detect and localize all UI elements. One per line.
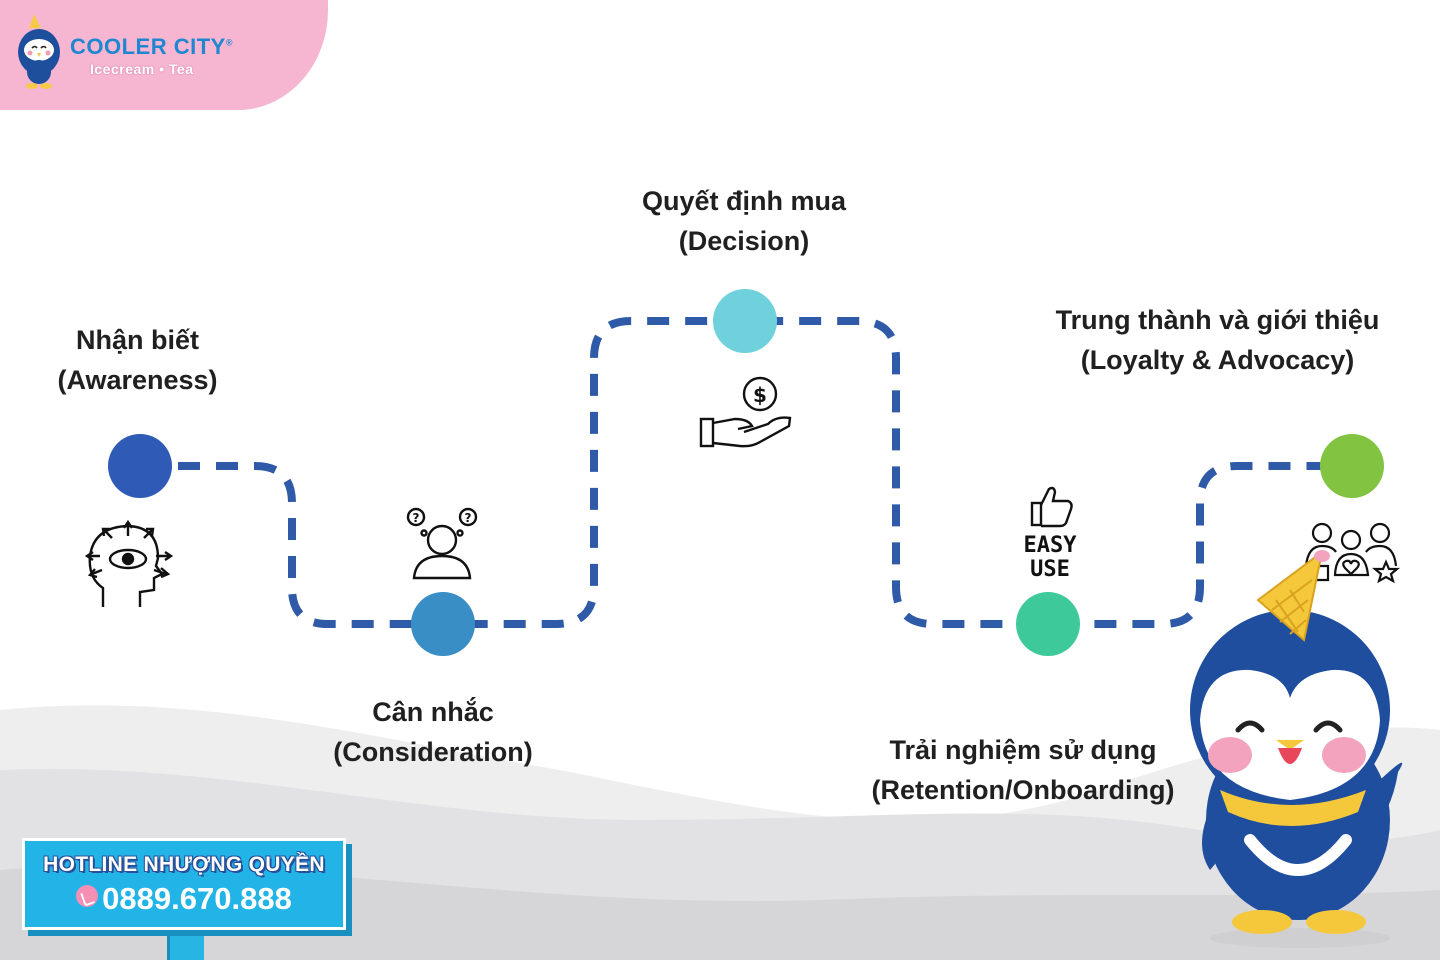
- easy-use-line1: EASY: [1024, 533, 1078, 558]
- hotline-phone-number[interactable]: 0889.670.888: [102, 881, 292, 916]
- stage-dot-retention: [1016, 592, 1080, 656]
- stage-label-decision: Quyết định mua(Decision): [641, 186, 847, 256]
- easy-use-line2: USE: [1030, 557, 1070, 582]
- penguin-with-ice-cream-hat-icon: [1190, 550, 1403, 948]
- stage-label-loyalty: Trung thành và giới thiệu(Loyalty & Advo…: [1055, 305, 1380, 375]
- eye-head-icon: [84, 519, 174, 607]
- phone-icon: [76, 885, 99, 907]
- community-icon: [1304, 522, 1401, 584]
- brand-tagline: Icecream • Tea: [90, 61, 194, 77]
- thumbs-up-easy-use-icon: [1030, 486, 1073, 528]
- stage-dot-loyalty: [1320, 434, 1384, 498]
- coin-symbol: $: [753, 383, 767, 407]
- question-mark-left: ?: [413, 511, 420, 525]
- brand-name: COOLER CITY®: [70, 34, 233, 59]
- hotline-banner[interactable]: HOTLINE NHƯỢNG QUYỀN 0889.670.888: [22, 838, 346, 930]
- stage-dot-consideration: [411, 592, 475, 656]
- penguin-mascot-icon: [18, 14, 60, 89]
- snow-ground: [0, 705, 1440, 960]
- stage-dot-decision: [713, 289, 777, 353]
- hand-coin-icon: [699, 376, 792, 448]
- question-mark-right: ?: [465, 511, 472, 525]
- hotline-phone[interactable]: 0889.670.888: [25, 881, 343, 917]
- stage-label-consideration: Cân nhắc(Consideration): [333, 697, 533, 767]
- hotline-title: HOTLINE NHƯỢNG QUYỀN: [43, 853, 325, 876]
- brand-header[interactable]: COOLER CITY® Icecream • Tea: [0, 0, 328, 110]
- stage-label-retention: Trải nghiệm sử dụng(Retention/Onboarding…: [871, 735, 1175, 805]
- thinking-person-icon: [406, 507, 478, 580]
- stage-dot-awareness: [108, 434, 172, 498]
- stage-label-awareness: Nhận biết(Awareness): [57, 325, 218, 395]
